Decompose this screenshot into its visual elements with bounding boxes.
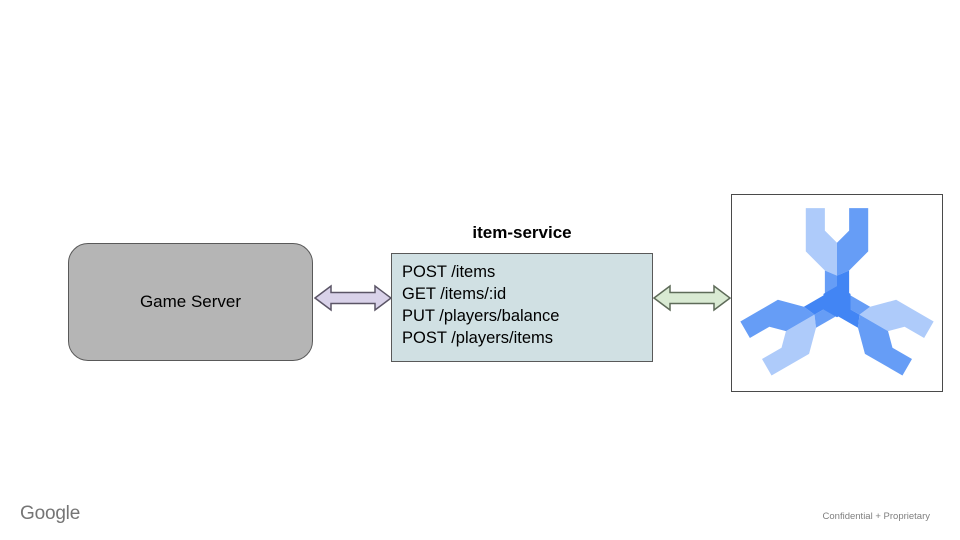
spanner-hub: [823, 286, 851, 318]
arrow-shape: [653, 284, 731, 312]
confidential-note: Confidential + Proprietary: [822, 511, 930, 522]
endpoint-line: GET /items/:id: [402, 285, 507, 303]
bidirectional-arrow-left: [314, 284, 392, 312]
game-server-label: Game Server: [139, 292, 242, 311]
cloud-spanner-icon: [740, 208, 934, 376]
endpoint-line: POST /players/items: [402, 329, 553, 347]
item-service-title: item-service: [472, 223, 572, 242]
game-server-shape: Game Server: [68, 243, 313, 361]
endpoint-line: PUT /players/balance: [402, 307, 560, 325]
bidirectional-arrow-right: [653, 284, 731, 312]
spanner-frame: [731, 194, 943, 392]
endpoint-line: POST /items: [402, 263, 496, 281]
item-service-box: POST /items GET /items/:id PUT /players/…: [391, 253, 653, 362]
arrow-shape: [314, 284, 392, 312]
google-logo: Google: [20, 503, 81, 524]
